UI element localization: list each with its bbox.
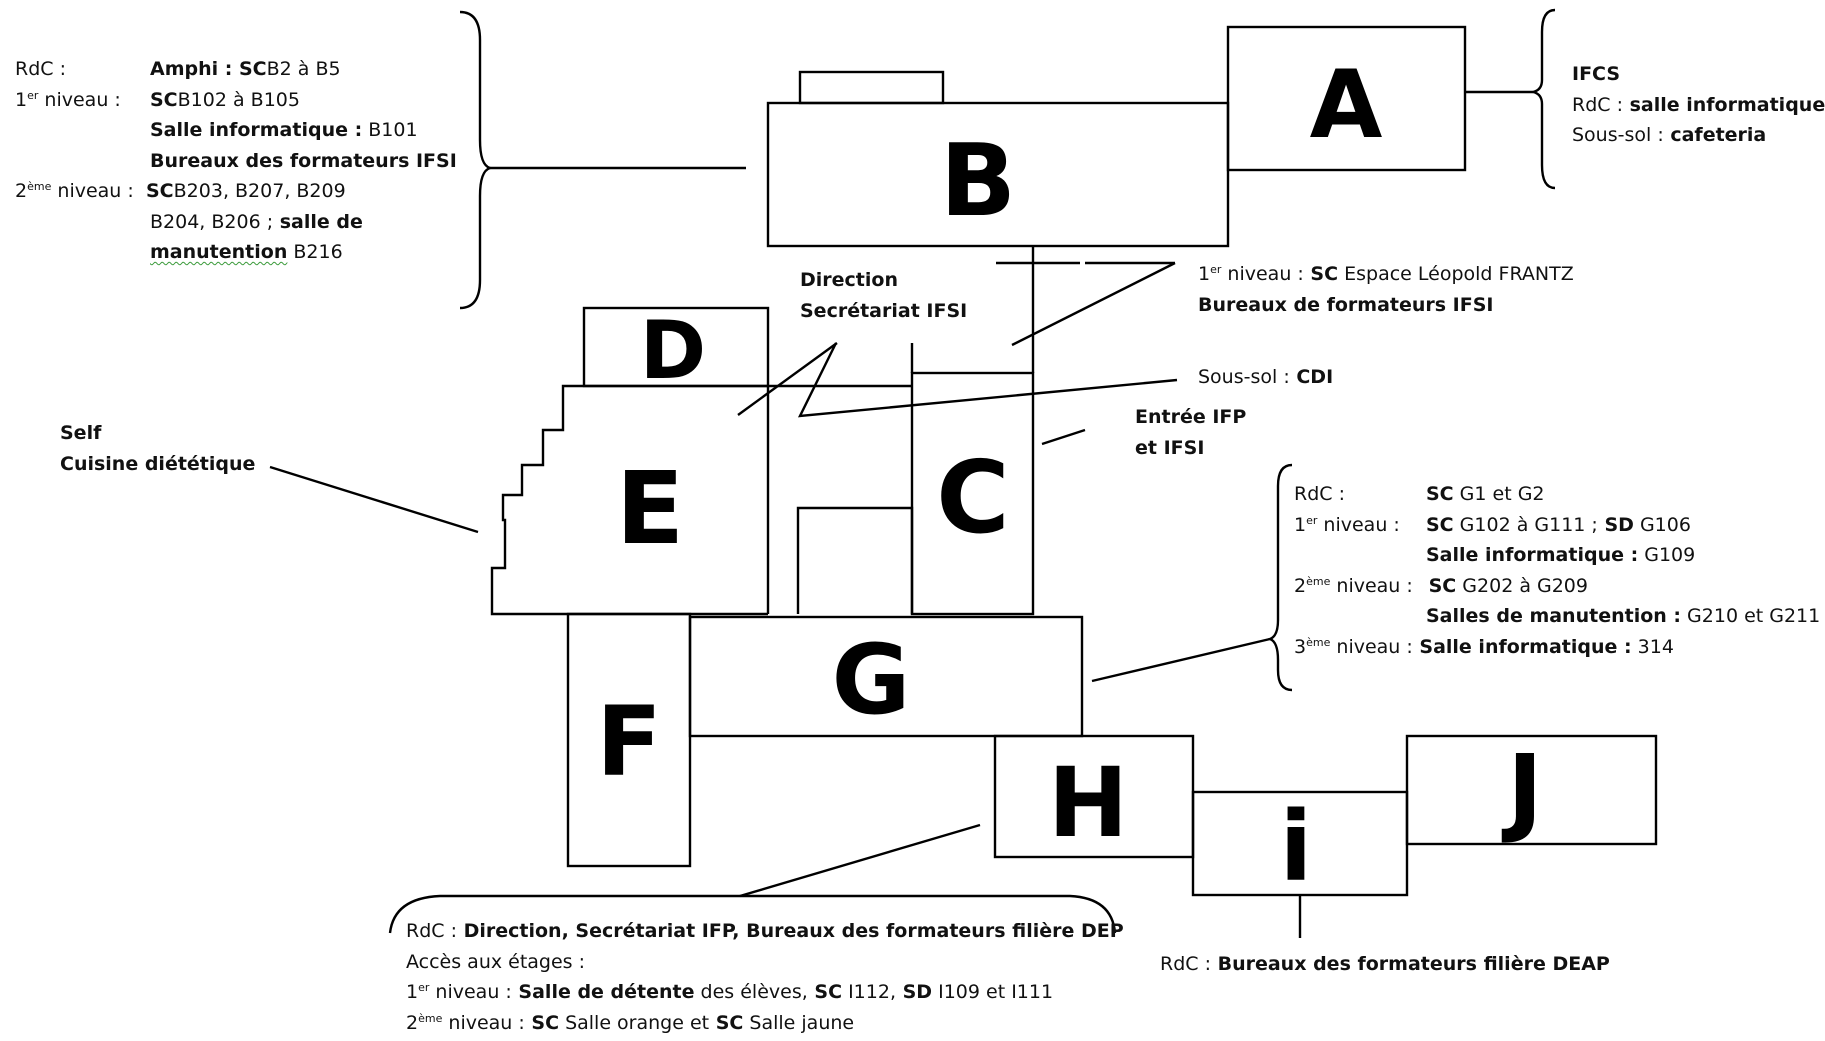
note-b-level2-line2: B204, B206 ; salle de (150, 210, 363, 233)
note-h-level2: 2ème niveau : SC Salle orange et SC Sall… (406, 1011, 855, 1034)
building-a-outline (1226, 25, 1467, 172)
brace-a (1532, 8, 1556, 190)
building-f-letter: F (596, 686, 662, 798)
leader-direction-2 (737, 342, 838, 416)
leader-h (739, 823, 981, 898)
building-a-letter: A (1310, 51, 1383, 160)
note-b-level1-line3: Bureaux des formateurs IFSI (150, 149, 457, 172)
note-g-level1-line2: Salle informatique : G109 (1426, 544, 1696, 566)
leader-g (1091, 637, 1271, 683)
note-building-i: RdC : Bureaux des formateurs filière DEA… (1160, 953, 1610, 975)
leader-direction (797, 342, 1178, 418)
leader-entree (1041, 428, 1086, 446)
building-f-outline (566, 612, 692, 868)
building-e-letter: E (616, 450, 684, 567)
note-b-rdc: RdC :Amphi : SCB2 à B5 (15, 58, 341, 80)
note-building-h: RdC : Direction, Secrétariat IFP, Bureau… (406, 916, 1124, 1038)
note-self: Self Cuisine diététique (60, 422, 256, 475)
note-g-level2-line2: Salles de manutention : G210 et G211 (1426, 605, 1821, 627)
note-g-rdc: RdC :SC G1 et G2 (1294, 483, 1545, 505)
building-e-outline (490, 384, 768, 616)
note-a-rdc: RdC : salle informatique (1572, 93, 1825, 116)
building-c-outline (910, 371, 1035, 616)
leader-c-level1 (1011, 261, 1176, 347)
leader-self (269, 465, 479, 534)
note-cdi: Sous-sol : CDI (1198, 366, 1334, 388)
note-h-level1: 1er niveau : Salle de détente des élèves… (406, 981, 1054, 1003)
note-b-level1: 1er niveau :SCB102 à B105 (15, 88, 300, 111)
note-b-level1-line2: Salle informatique : B101 (150, 119, 418, 141)
building-j-outline (1405, 734, 1658, 846)
note-b-level2-line3: manutention B216 (150, 241, 343, 263)
note-h-rdc: RdC : Direction, Secrétariat IFP, Bureau… (406, 920, 1124, 942)
note-h-acces: Accès aux étages : (406, 950, 586, 973)
building-h-letter: H (1048, 747, 1128, 859)
building-i-letter: i (1280, 791, 1313, 903)
note-g-level3: 3ème niveau : Salle informatique : 314 (1294, 635, 1674, 658)
brace-h (388, 894, 1117, 934)
building-j-letter: J (1501, 734, 1543, 846)
note-a-soussol: Sous-sol : cafeteria (1572, 124, 1767, 146)
brace-g (1266, 463, 1293, 692)
note-g-level1: 1er niveau :SC G102 à G111 ; SD G106 (1294, 513, 1691, 536)
building-b-letter: B (940, 122, 1016, 239)
annex-outline (796, 506, 914, 614)
note-building-b: RdC :Amphi : SCB2 à B5 1er niveau :SCB10… (15, 54, 457, 268)
note-b-level2: 2ème niveau :SCB203, B207, B209 (15, 180, 346, 202)
note-g-level2: 2ème niveau : SC G202 à G209 (1294, 574, 1588, 597)
building-c-letter: C (936, 439, 1009, 556)
building-g-letter: G (832, 624, 911, 736)
note-c-level1: 1er niveau : SC Espace Léopold FRANTZ Bu… (1198, 263, 1574, 316)
note-entree: Entrée IFP et IFSI (1135, 406, 1247, 459)
building-d-letter: D (640, 304, 706, 397)
building-b-outline (766, 101, 1230, 248)
note-building-a: IFCS RdC : salle informatique Sous-sol :… (1572, 59, 1825, 151)
note-direction: Direction Secrétariat IFSI (800, 269, 968, 322)
building-b-roof (798, 70, 945, 105)
note-building-g: RdC :SC G1 et G2 1er niveau :SC G102 à G… (1294, 479, 1820, 662)
building-g-outline (688, 615, 1084, 738)
brace-b (459, 10, 495, 310)
note-a-title: IFCS (1572, 63, 1621, 85)
